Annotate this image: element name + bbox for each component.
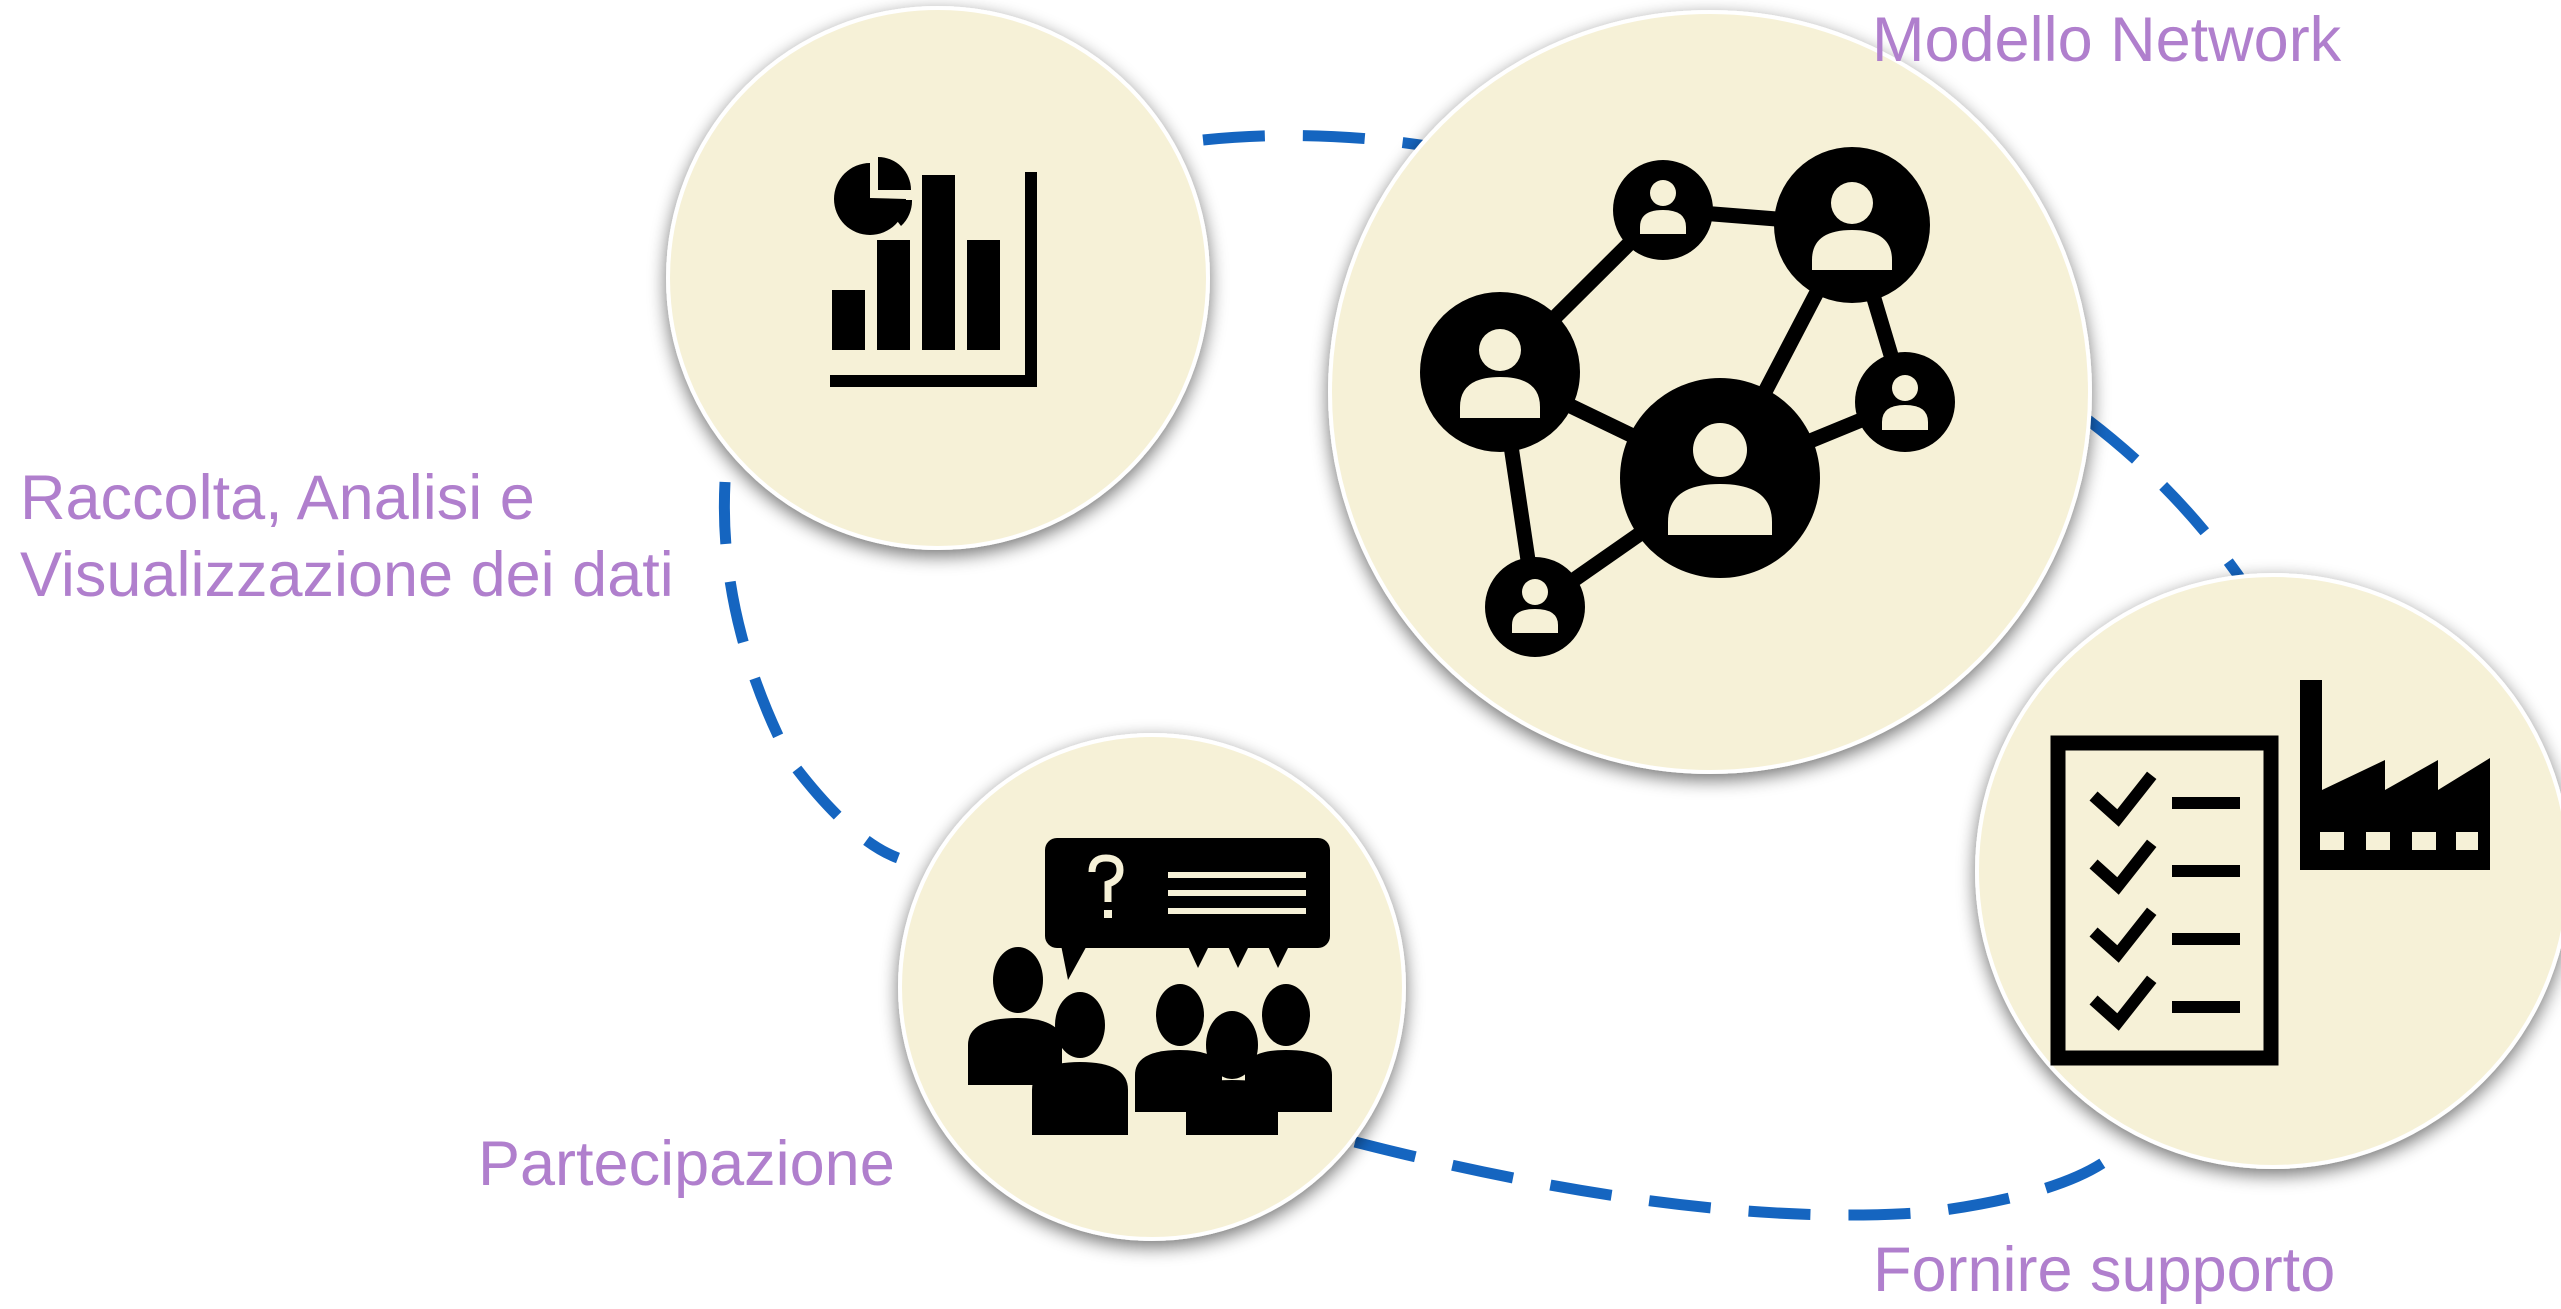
- person-node-2: [1774, 147, 1930, 303]
- person-node-1: [1613, 160, 1713, 260]
- person-node-3: [1420, 292, 1580, 452]
- dashed-ring: [718, 130, 2250, 1221]
- chart-icon: [830, 157, 1037, 387]
- person-node-5: [1620, 378, 1820, 578]
- ring-segment-right: [2084, 415, 2250, 589]
- group-discussion-icon: [968, 838, 1332, 1135]
- person-node-4: [1855, 352, 1955, 452]
- label-network-model: Modello Network: [1872, 5, 2342, 75]
- checklist-factory-icon: [2050, 680, 2490, 1066]
- label-data-line1: Raccolta, Analisi e: [20, 463, 535, 533]
- person-node-6: [1485, 557, 1585, 657]
- people-network-icon: [1420, 147, 1955, 657]
- ring-segment-top: [1202, 130, 1441, 154]
- label-support: Fornire supporto: [1873, 1235, 2336, 1305]
- label-data-collection: Raccolta, Analisi e Visualizzazione dei …: [20, 460, 674, 614]
- ring-segment-bottom: [1353, 1136, 2114, 1221]
- label-data-line2: Visualizzazione dei dati: [20, 539, 674, 610]
- participation-circle: [898, 733, 1406, 1241]
- label-participation: Partecipazione: [478, 1129, 895, 1199]
